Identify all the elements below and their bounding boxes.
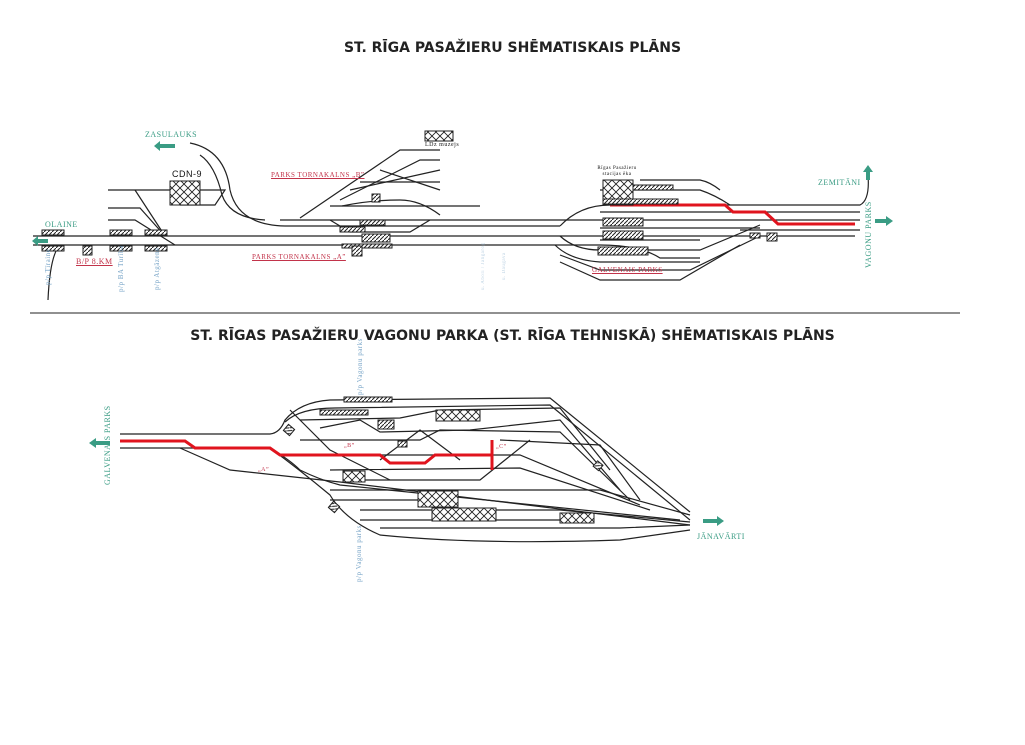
top-buildings [41, 130, 778, 257]
label-janavarti: JĀNAVĀRTI [697, 532, 745, 541]
arrow-vagonu-parks-icon [875, 216, 893, 226]
label-galvenais-parks-bottom: GALVENAIS PARKS [103, 405, 112, 485]
label-parks-a: PARKS TORNAKALNS „A” [252, 253, 346, 261]
label-parks-b: PARKS TORNAKALNS „B” [271, 171, 365, 179]
label-zemitani: ZEMITĀNI [818, 178, 861, 187]
label-zasulauks: ZASULAUKS [145, 130, 198, 139]
arrow-olaine-icon [32, 236, 48, 246]
label-faint-stop-1: u. Aboli / Jangaroģ [481, 242, 486, 290]
label-pp-atgazene: p/p Atgāzene [153, 247, 161, 290]
museum-building [424, 130, 454, 142]
arrow-janavarti-icon [703, 516, 724, 526]
bottom-buildings [282, 396, 604, 524]
label-galvenais-parks-top: GALVENAIS PARKS [592, 266, 663, 274]
label-park-a: „A” [258, 467, 270, 473]
label-park-c: „C” [496, 444, 507, 450]
label-cdn9: CDN-9 [172, 169, 203, 179]
top-tracks [33, 142, 869, 301]
route-top [610, 203, 855, 226]
label-bp-8km: B/P 8.KM [76, 257, 113, 266]
label-pp-vagonu-parks-top: p/p Vagonu parks [356, 338, 364, 395]
arrow-zemitani-icon [863, 165, 873, 180]
label-pp-vagonu-parks-bottom: p/p Vagonu parks [355, 525, 363, 582]
route-bottom [120, 439, 492, 465]
bottom-tracks [120, 397, 691, 543]
label-station-building: Rīgas Pasažieru stacijas ēka [597, 166, 637, 177]
title-bottom: ST. RĪGAS PASAŽIERU VAGONU PARKA (ST. RĪ… [190, 328, 835, 344]
arrow-galvenais-icon [89, 438, 110, 448]
label-faint-stop-2: u. Daugava [502, 252, 507, 280]
label-pp-turiba: p/p BA Turība [117, 245, 125, 292]
cdn9-building [169, 180, 201, 206]
label-park-b: „B” [344, 443, 355, 449]
title-top: ST. RĪGA PASAŽIERU SHĒMATISKAIS PLĀNS [343, 40, 682, 56]
label-pp-tiraine: p/p Tīraine [44, 248, 52, 285]
label-vagonu-parks: VAGONU PARKS [864, 201, 873, 268]
label-ldz-muzejs: LDz muzejs [425, 142, 460, 148]
arrow-zasulauks-icon [154, 141, 175, 151]
direction-arrows [32, 141, 893, 526]
label-olaine: OLAINE [45, 220, 78, 229]
